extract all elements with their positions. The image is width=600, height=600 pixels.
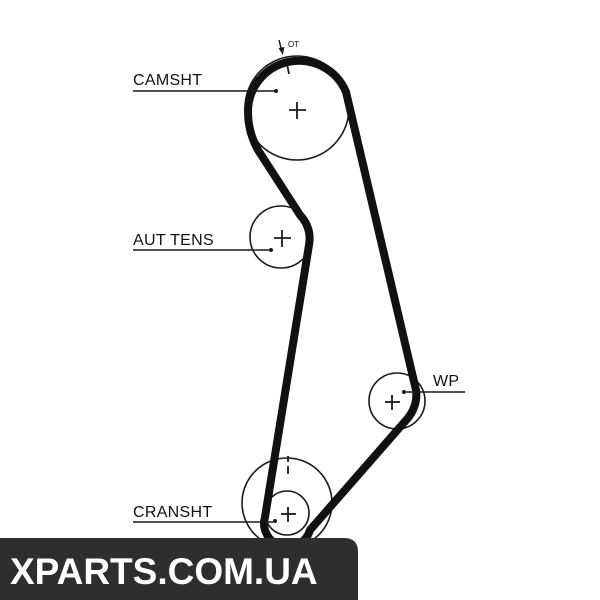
tensioner-leader-dot [269, 248, 273, 252]
crankshaft-label: CRANSHT [133, 504, 212, 521]
watermark-banner [0, 538, 358, 600]
watermark-text: XPARTS.COM.UA [10, 551, 318, 592]
camshaft-center-cross [289, 102, 306, 119]
camshaft-timing-mark [286, 63, 290, 75]
crankshaft-leader-dot [273, 519, 277, 523]
ot-marker-arrow-icon [278, 39, 285, 55]
water-pump-center-cross [385, 395, 400, 410]
ot-marker-label: OT [288, 40, 299, 49]
camshaft-label: CAMSHT [133, 72, 202, 89]
water-pump-leader-dot [402, 390, 406, 394]
tensioner-center-cross [274, 230, 291, 247]
timing-belt [243, 56, 421, 551]
camshaft-leader-dot [274, 89, 278, 93]
crankshaft-center-cross [281, 507, 296, 522]
tensioner-label: AUT TENS [133, 232, 214, 249]
water-pump-label: WP [433, 373, 459, 390]
